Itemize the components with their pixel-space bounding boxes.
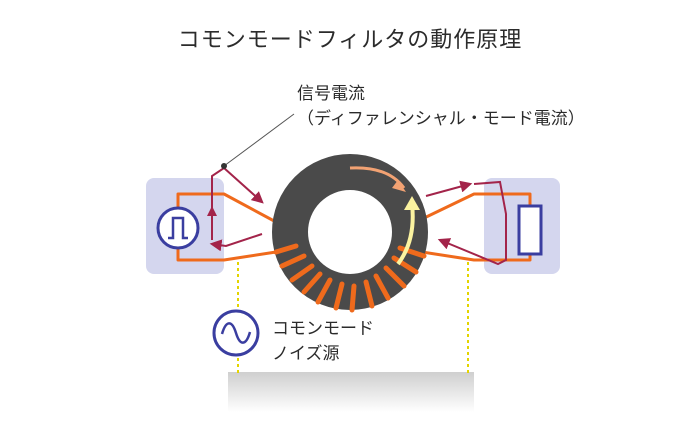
signal-current-label-line1: 信号電流 (297, 84, 365, 104)
load-resistor-icon (517, 204, 543, 256)
page-title: コモンモードフィルタの動作原理 (177, 28, 523, 53)
signal-current-label: 信号電流 （ディファレンシャル・モード電流） (297, 82, 585, 132)
signal-current-label-line2: （ディファレンシャル・モード電流） (297, 109, 585, 129)
ac-noise-source-icon (212, 309, 260, 357)
pulse-source-icon (156, 206, 200, 250)
signal-arrow-up-head (207, 206, 217, 216)
callout-dot (221, 163, 227, 169)
core-windings (273, 243, 427, 313)
ground-plate (228, 372, 474, 412)
noise-source-label: コモンモード ノイズ源 (272, 317, 374, 367)
callout-leader (223, 113, 295, 167)
noise-source-label-line2: ノイズ源 (272, 344, 340, 364)
signal-wires (176, 192, 532, 262)
core-flux-arrow-light (396, 203, 415, 266)
core-flux-arrow-orange (349, 166, 406, 189)
noise-source-label-line1: コモンモード (272, 319, 374, 339)
